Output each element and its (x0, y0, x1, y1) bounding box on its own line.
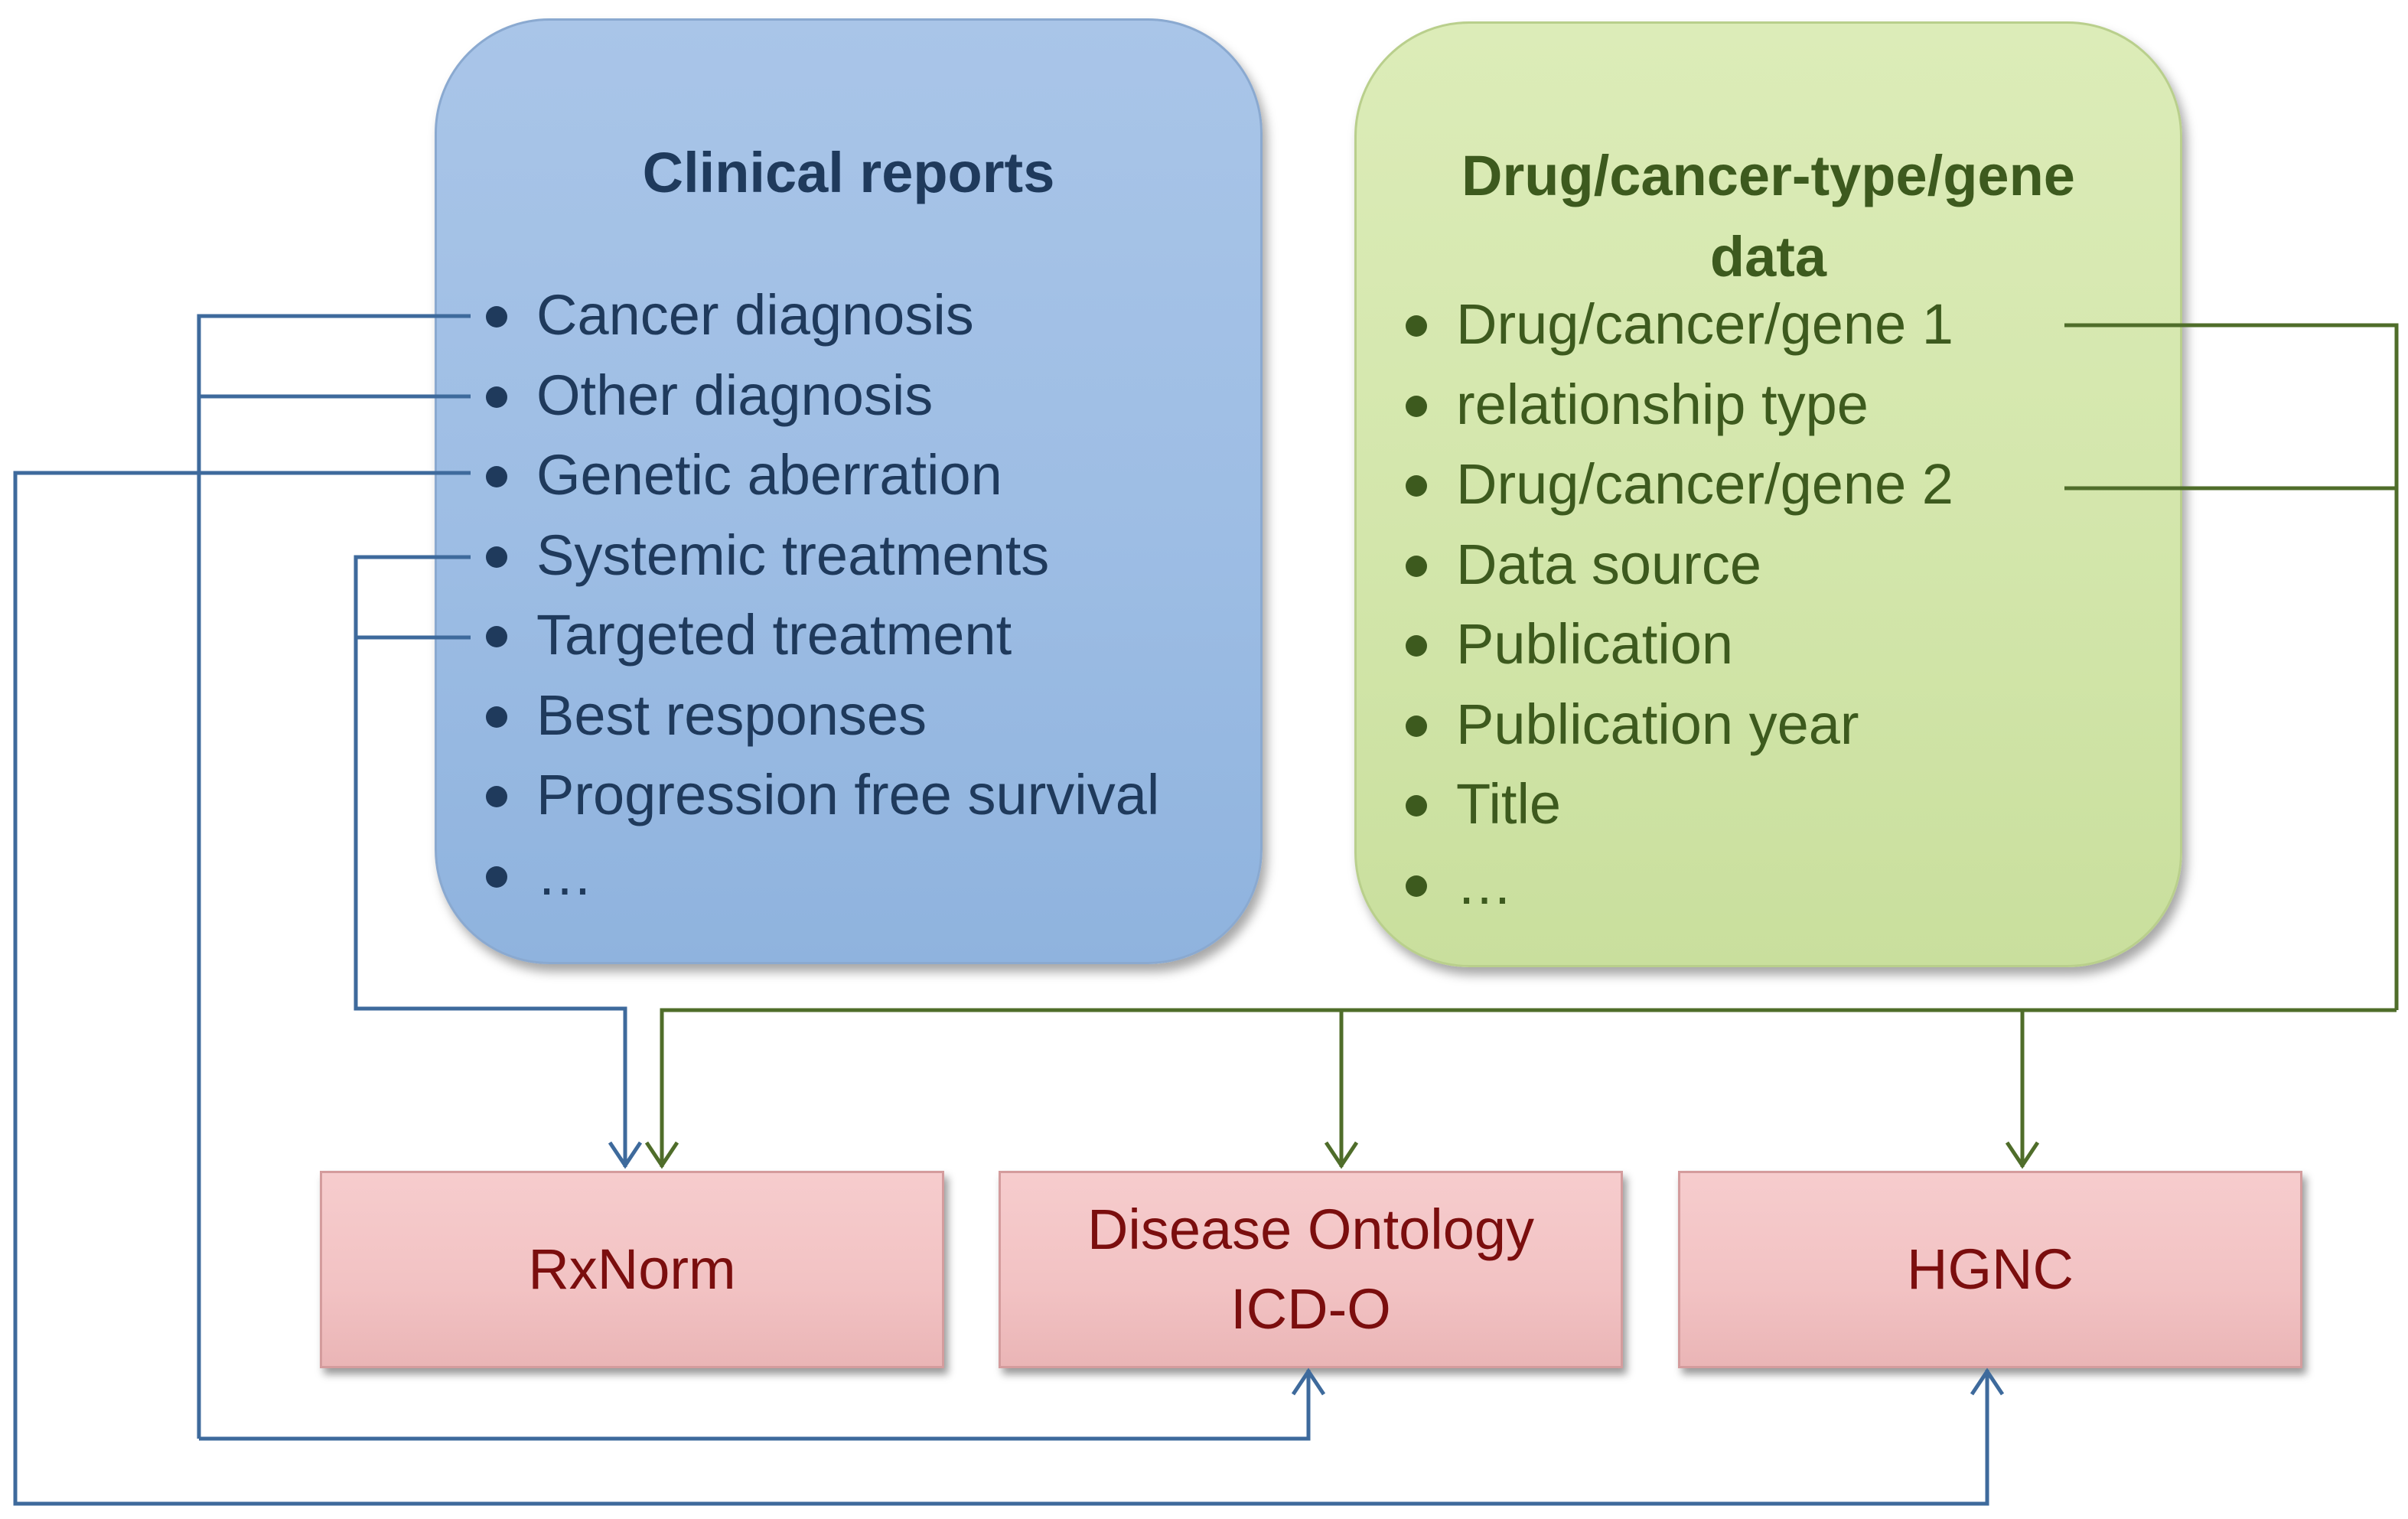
clinical-item-targeted-treatment: Targeted treatment (486, 595, 1159, 676)
clinical-item-label: Systemic treatments (536, 523, 1050, 587)
hgnc-box: HGNC (1678, 1171, 2302, 1368)
clinical-item-label: Cancer diagnosis (536, 283, 974, 347)
drug-item-title: Title (1406, 764, 1953, 845)
clinical-item-ellipsis: … (486, 836, 1159, 916)
clinical-reports-box: Clinical reports Cancer diagnosis Other … (435, 18, 1263, 964)
drug-cancer-gene-title: Drug/cancer-type/gene data (1461, 144, 2075, 288)
clinical-item-label: Targeted treatment (536, 603, 1012, 667)
drug-cancer-gene-list: Drug/cancer/gene 1 relationship type Dru… (1406, 285, 1953, 924)
drug-item-publication-year: Publication year (1406, 685, 1953, 765)
drug-item-entity-1: Drug/cancer/gene 1 (1406, 285, 1953, 365)
drug-item-data-source: Data source (1406, 525, 1953, 605)
bullet-icon (1406, 635, 1427, 657)
clinical-item-label: Other diagnosis (536, 363, 934, 427)
bullet-icon (486, 306, 507, 328)
hgnc-label: HGNC (1907, 1237, 2074, 1301)
disease-ontology-box: Disease Ontology ICD-O (999, 1171, 1623, 1368)
drug-item-label: Title (1456, 772, 1562, 836)
drug-item-label: Publication (1456, 612, 1734, 676)
bullet-icon (486, 865, 507, 888)
drug-item-entity-2: Drug/cancer/gene 2 (1406, 445, 1953, 525)
bullet-icon (486, 626, 507, 647)
bullet-icon (1406, 475, 1427, 497)
bullet-icon (1406, 795, 1427, 817)
clinical-item-best-responses: Best responses (486, 676, 1159, 756)
clinical-item-other-diagnosis: Other diagnosis (486, 356, 1159, 436)
drug-item-publication: Publication (1406, 605, 1953, 685)
drug-item-ellipsis: … (1406, 845, 1953, 925)
bullet-icon (1406, 555, 1427, 577)
drug-cancer-gene-box: Drug/cancer-type/gene data Drug/cancer/g… (1354, 21, 2182, 967)
connector-diagnosis-to-disease (199, 1370, 1311, 1441)
arrowhead-hgnc-bottom (1970, 1367, 2005, 1396)
clinical-item-label: Best responses (536, 683, 927, 747)
bullet-icon (486, 786, 507, 807)
drug-item-label: Data source (1456, 532, 1761, 596)
drug-item-label: … (1456, 852, 1513, 916)
rxnorm-box: RxNorm (320, 1171, 944, 1368)
clinical-reports-title: Clinical reports (642, 141, 1055, 204)
drug-item-label: Drug/cancer/gene 1 (1456, 292, 1953, 356)
clinical-item-label: … (536, 843, 593, 907)
clinical-item-genetic-aberration: Genetic aberration (486, 435, 1159, 516)
bullet-icon (1406, 715, 1427, 737)
arrowhead-rxnorm-blue (608, 1141, 643, 1169)
clinical-item-cancer-diagnosis: Cancer diagnosis (486, 275, 1159, 356)
arrowhead-hgnc-top (2005, 1141, 2040, 1169)
disease-ontology-label: Disease Ontology ICD-O (1087, 1198, 1535, 1341)
bullet-icon (1406, 395, 1427, 417)
arrowhead-disease-top (1324, 1141, 1359, 1169)
clinical-reports-list: Cancer diagnosis Other diagnosis Genetic… (486, 275, 1159, 915)
arrowhead-disease-bottom (1291, 1367, 1326, 1396)
clinical-item-label: Genetic aberration (536, 443, 1002, 507)
connector-bus (660, 1008, 2397, 1167)
clinical-item-label: Progression free survival (536, 763, 1160, 826)
rxnorm-label: RxNorm (528, 1237, 736, 1301)
bullet-icon (1406, 315, 1427, 337)
drug-item-relationship-type: relationship type (1406, 365, 1953, 445)
drug-item-label: Drug/cancer/gene 2 (1456, 452, 1953, 516)
clinical-item-systemic-treatments: Systemic treatments (486, 516, 1159, 596)
arrowhead-rxnorm-green (644, 1141, 679, 1169)
drug-item-label: relationship type (1456, 372, 1869, 436)
bullet-icon (486, 466, 507, 487)
bullet-icon (486, 706, 507, 728)
bullet-icon (486, 546, 507, 568)
bullet-icon (486, 386, 507, 408)
clinical-item-progression-free-survival: Progression free survival (486, 755, 1159, 836)
bullet-icon (1406, 875, 1427, 897)
drug-item-label: Publication year (1456, 692, 1859, 756)
